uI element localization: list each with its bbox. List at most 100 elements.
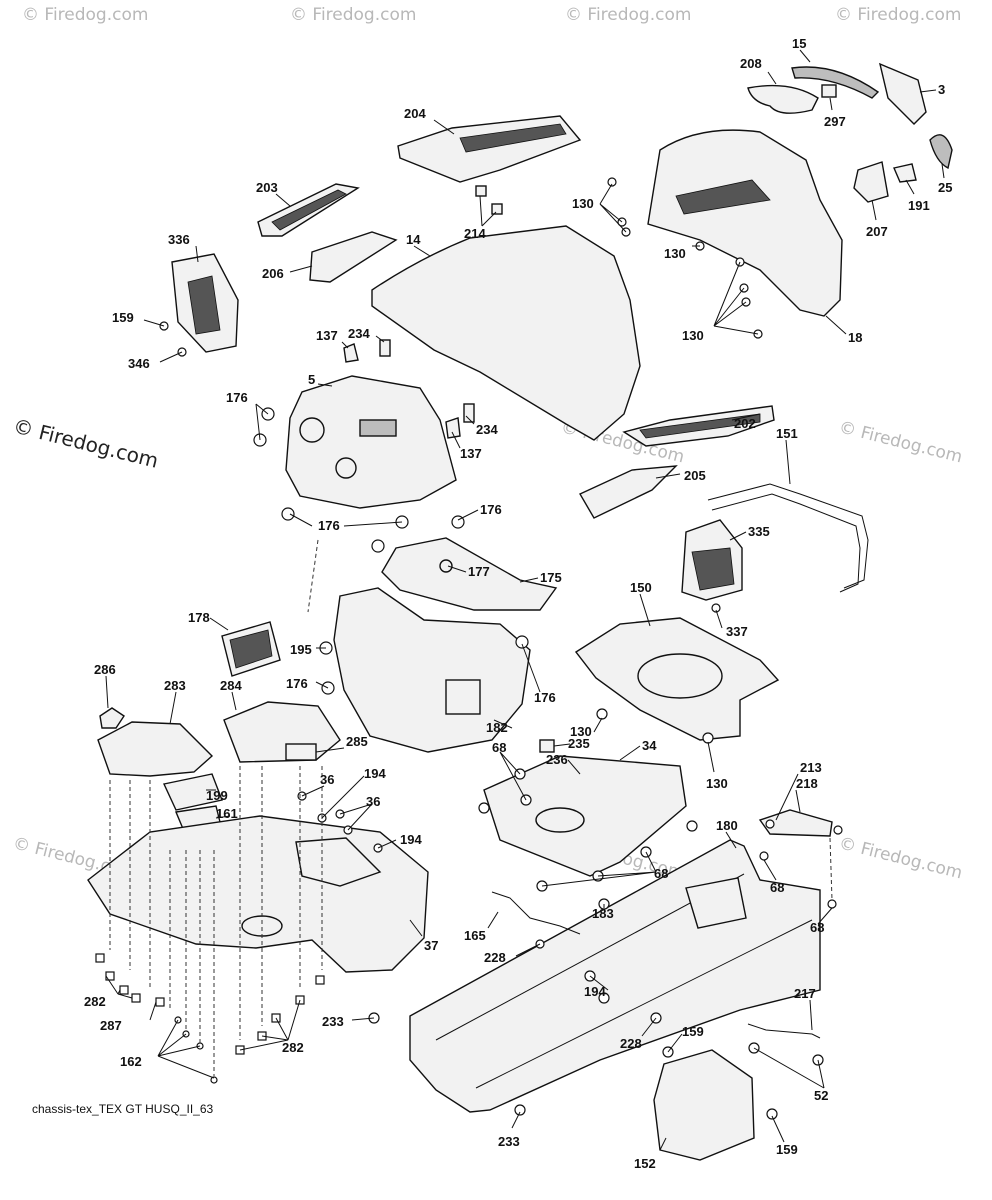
callout-label: 34 [642,738,657,753]
callout-label: 36 [320,772,334,787]
bolt-icon [514,1104,526,1116]
leader-line [599,183,627,233]
callout-label: 130 [572,196,594,211]
callout-label: 235 [568,736,590,751]
part-180-frame [409,839,821,1113]
leader-line [775,773,799,821]
leader-line [149,1001,157,1021]
leader-line [713,261,759,335]
callout-label: 178 [188,610,210,625]
leader-line [641,1017,657,1037]
leader-line [321,775,365,819]
callout-label: 203 [256,180,278,195]
callout-label: 52 [814,1088,828,1103]
leader-line [457,509,479,521]
leader-line [519,577,539,583]
part-18-front-grille [647,129,843,317]
callout-label: 176 [534,690,556,705]
part-286 [99,707,125,729]
callout-label: 206 [262,266,284,281]
clip-icon [105,971,115,981]
part-5-dash-console [285,375,457,509]
callout-label: 68 [810,920,824,935]
callout-label: 286 [94,662,116,677]
callout-label: 180 [716,818,738,833]
callout-label: 25 [938,180,952,195]
leader-line [825,315,847,335]
part-214-clip [491,203,503,215]
part-25-trim [929,134,953,170]
clip-icon [155,997,165,1007]
leader-line [715,609,723,629]
callout-label: 194 [364,766,386,781]
leader-line [143,319,165,327]
callout-label: 217 [794,986,816,1001]
watermark-text: © Firedog.com [837,833,965,883]
leader-line [341,341,349,349]
watermark-text: © Firedog.com [290,5,416,25]
bolt-icon [765,819,775,829]
callout-label: 161 [216,806,238,821]
leader-line [375,335,385,343]
part-5-gauge [335,457,357,479]
leader-line [105,975,133,999]
bolt-icon [833,825,843,835]
leader-line [301,785,325,797]
callout-label: 234 [476,422,498,437]
leader-line [289,265,313,273]
leader-line [809,999,813,1031]
callout-label: 199 [206,788,228,803]
leader-line [593,717,603,733]
part-34-hole [535,807,585,833]
callout-label: 233 [322,1014,344,1029]
leader-line [817,907,833,925]
callout-label: 176 [226,390,248,405]
part-191 [893,163,917,183]
leader-line [729,531,747,541]
callout-label: 195 [290,642,312,657]
callout-label: 336 [168,232,190,247]
leader-line [351,1017,375,1021]
part-177-washer [439,559,453,573]
part-37-body [87,815,429,973]
part-205-trim [579,465,678,519]
callout-label: 3 [938,82,945,97]
leader-line [541,851,657,887]
grommet-icon [515,635,529,649]
callout-label: 151 [776,426,798,441]
leader-line [767,71,777,85]
bolt-icon [702,732,714,744]
leader-line [553,743,571,747]
leader-line [239,999,301,1051]
callout-label: 18 [848,330,862,345]
callout-label: 175 [540,570,562,585]
part-34-plate [483,755,687,877]
callout-labels: 15 208 3 297 25 204 191 207 203 214 130 … [84,36,952,1171]
bolt-icon [607,177,617,187]
watermark-text: © Firedog.com [22,5,148,25]
callout-label: 5 [308,372,315,387]
leader-line [465,415,475,425]
part-175-bracket [381,537,558,611]
leader-line [209,617,229,631]
part-297 [821,84,837,98]
leader-line [409,919,423,937]
part-152-bracket [653,1049,755,1161]
part-203-vents [271,189,347,231]
leader-line [521,643,541,693]
callout-label: 159 [776,1142,798,1157]
callout-label: 214 [464,226,486,241]
diagram-caption: chassis-tex_TEX GT HUSQ_II_63 [32,1102,214,1116]
leader-line [905,179,915,195]
callout-label: 282 [84,994,106,1009]
leader-line [413,245,431,257]
part-37-hole [241,915,283,937]
leader-line [725,831,737,849]
callout-label: 194 [584,984,606,999]
callout-label: 346 [128,356,150,371]
leader-line [795,789,801,813]
leader-line [829,97,833,111]
leader-line [255,403,269,441]
callout-label: 287 [100,1018,122,1033]
leader-line [231,691,237,711]
